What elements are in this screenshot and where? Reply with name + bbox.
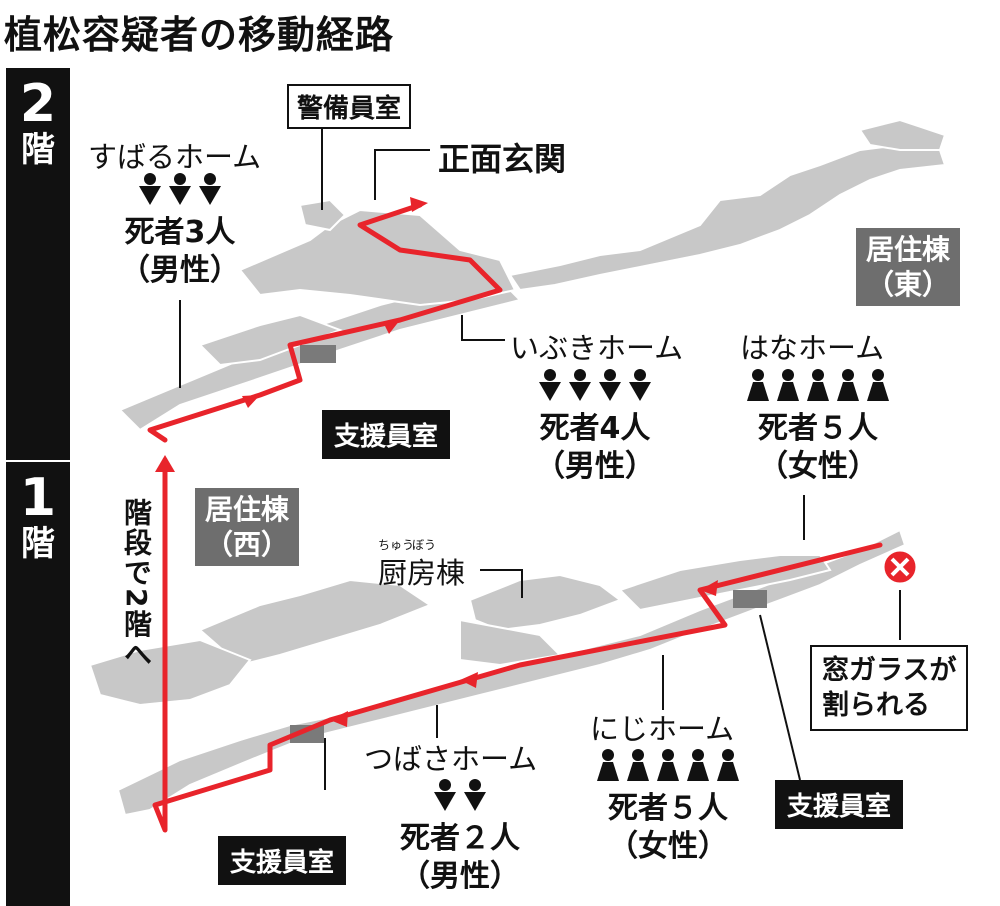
female-victim-icon: [626, 748, 650, 786]
male-victim-icon: [198, 172, 222, 210]
floor-1-number: 1: [19, 468, 57, 528]
niji-victim-icons: [588, 748, 748, 786]
ibuki-home-label: いぶきホーム: [510, 331, 684, 365]
female-victim-icon: [656, 748, 680, 786]
male-victim-icon: [138, 172, 162, 210]
floor-1-bar: 1 階: [6, 462, 70, 906]
support-room-1f-west-label: 支援員室: [218, 836, 347, 885]
support-room-1f-east-block: [733, 590, 767, 608]
niji-gender: （女性）: [608, 828, 728, 864]
window-broken-line2: 割られる: [822, 690, 930, 722]
floor-2-number: 2: [19, 74, 57, 134]
floor-1-plan: [88, 528, 907, 817]
security-room-label: 警備員室: [287, 84, 412, 129]
tsubasa-death-count: 死者２人: [400, 821, 520, 856]
hana-death-count: 死者５人: [758, 411, 878, 446]
window-broken-line1: 窓ガラスが: [822, 655, 957, 686]
female-victim-icon: [596, 748, 620, 786]
residence-west-line1: 居住棟: [205, 493, 290, 526]
hana-deaths: 死者５人 （女性）: [738, 368, 898, 485]
broken-window-marker: [881, 548, 919, 586]
support-room-1f-west-block: [290, 725, 324, 743]
male-victim-icon: [568, 368, 592, 406]
niji-home-label: にじホーム: [590, 712, 735, 746]
residence-east-line2: （東）: [866, 268, 951, 301]
kitchen-label: 厨房棟: [378, 556, 466, 590]
niji-deaths: 死者５人 （女性）: [588, 748, 748, 865]
subaru-gender: （男性）: [120, 252, 240, 288]
subaru-victim-icons: [105, 172, 255, 210]
support-room-1f-east-label: 支援員室: [775, 780, 904, 829]
tsubasa-victim-icons: [400, 778, 520, 816]
residence-east-label: 居住棟 （東）: [856, 228, 961, 306]
ibuki-victim-icons: [525, 368, 665, 406]
subaru-death-count: 死者3人: [124, 215, 236, 250]
female-victim-icon: [866, 368, 890, 406]
tsubasa-deaths: 死者２人 （男性）: [400, 778, 520, 895]
residence-east-line1: 居住棟: [866, 233, 951, 266]
front-entrance-label: 正面玄関: [438, 140, 567, 178]
ibuki-gender: （男性）: [535, 448, 655, 484]
male-victim-icon: [463, 778, 487, 816]
floor-1-suffix: 階: [21, 524, 55, 564]
male-victim-icon: [598, 368, 622, 406]
route-arrowheads: [155, 197, 718, 727]
female-victim-icon: [746, 368, 770, 406]
ibuki-deaths: 死者4人 （男性）: [525, 368, 665, 485]
male-victim-icon: [538, 368, 562, 406]
hana-victim-icons: [738, 368, 898, 406]
female-victim-icon: [776, 368, 800, 406]
subaru-deaths: 死者3人 （男性）: [105, 172, 255, 289]
support-room-2f-block: [300, 345, 336, 363]
female-victim-icon: [686, 748, 710, 786]
floor-2-suffix: 階: [21, 130, 55, 170]
hana-gender: （女性）: [758, 448, 878, 484]
female-victim-icon: [836, 368, 860, 406]
ibuki-death-count: 死者4人: [539, 411, 651, 446]
male-victim-icon: [433, 778, 457, 816]
subaru-home-label: すばるホーム: [88, 140, 262, 174]
female-victim-icon: [806, 368, 830, 406]
leader-lines: [179, 120, 901, 790]
kitchen-ruby-2: ぼう: [412, 538, 437, 552]
window-broken-callout: 窓ガラスが 割られる: [810, 645, 969, 732]
male-victim-icon: [628, 368, 652, 406]
male-victim-icon: [168, 172, 192, 210]
residence-west-label: 居住棟 （西）: [195, 488, 300, 566]
floor-2-bar: 2 階: [6, 68, 70, 460]
page-title: 植松容疑者の移動経路: [4, 13, 395, 57]
residence-west-line2: （西）: [205, 528, 290, 561]
hana-home-label: はなホーム: [740, 331, 885, 365]
niji-death-count: 死者５人: [608, 791, 728, 826]
kitchen-ruby-1: ちゅう: [378, 538, 415, 552]
stairs-label: 階段で2階へ: [120, 498, 153, 670]
support-room-2f-label: 支援員室: [322, 410, 451, 459]
tsubasa-home-label: つばさホーム: [364, 742, 538, 776]
female-victim-icon: [716, 748, 740, 786]
tsubasa-gender: （男性）: [400, 858, 520, 894]
